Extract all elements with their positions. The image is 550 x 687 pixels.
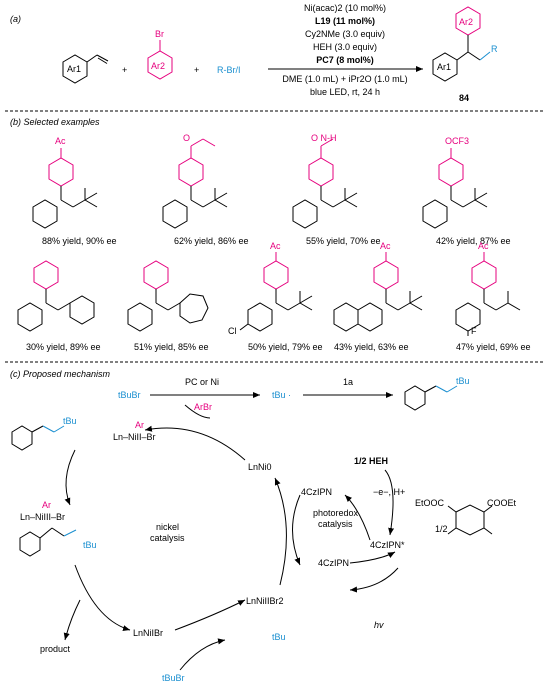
photoredox-cycle-arrows <box>292 469 399 593</box>
product-label: product <box>40 644 71 654</box>
example-4-sub: OCF3 <box>445 136 469 146</box>
example-6-yield: 51% yield, 85% ee <box>134 342 209 352</box>
benzylic-radical-left: tBu <box>11 416 77 451</box>
example-3-yield: 55% yield, 70% ee <box>306 236 381 246</box>
condition-2: L19 (11 mol%) <box>315 16 375 26</box>
example-8-yield: 43% yield, 63% ee <box>334 342 409 352</box>
styrene-structure: Ar1 <box>62 54 109 84</box>
tbubr-bottom: tBuBr <box>162 673 185 683</box>
lnnibr2-label: LnNiIIBr2 <box>246 596 284 606</box>
ni2-ar: Ar <box>135 420 144 430</box>
example-5 <box>17 260 95 332</box>
example-3-sub: O N-H <box>311 133 337 143</box>
etooc-label: EtOOC <box>415 498 445 508</box>
tbu-radical-top: tBu · <box>272 390 291 400</box>
example-1-yield: 88% yield, 90% ee <box>42 236 117 246</box>
ni2-complex: Ln–NiII–Br <box>113 432 156 442</box>
half-label: 1/2 <box>435 524 448 534</box>
photoredox-l1: photoredox <box>313 508 359 518</box>
condition-5: PC7 (8 mol%) <box>316 55 374 65</box>
cooet-label: COOEt <box>487 498 517 508</box>
example-2-yield: 62% yield, 86% ee <box>174 236 249 246</box>
example-5-yield: 30% yield, 89% ee <box>26 342 101 352</box>
cl-label: Cl <box>228 326 237 336</box>
condition-3: Cy2NMe (3.0 equiv) <box>305 29 385 39</box>
pc-or-ni-label: PC or Ni <box>185 377 219 387</box>
arbr-label: ArBr <box>194 402 212 412</box>
section-c-label: (c) Proposed mechanism <box>10 369 111 379</box>
ni3-ar: Ar <box>42 500 51 510</box>
ni3-pyridine <box>19 527 77 557</box>
example-4-yield: 42% yield, 87% ee <box>436 236 511 246</box>
ni3-tbu: tBu <box>83 540 97 550</box>
e-h-label: −e−, H+ <box>373 487 405 497</box>
example-7: Ac Cl <box>228 241 313 336</box>
plus-2: + <box>194 65 199 75</box>
example-8: Ac <box>333 241 423 332</box>
example-9: Ac F <box>455 241 521 336</box>
condition-1: Ni(acac)2 (10 mol%) <box>304 3 386 13</box>
aryl-bromide-structure: Br Ar2 <box>147 29 173 80</box>
ar2-label: Ar2 <box>151 61 165 71</box>
condition-6: DME (1.0 mL) + iPr2O (1.0 mL) <box>282 74 407 84</box>
left-radical-tbu: tBu <box>63 416 77 426</box>
czipn-star-label: 4CzIPN* <box>370 540 405 550</box>
product-number: 84 <box>459 93 469 103</box>
lnnibr-label: LnNiIBr <box>133 628 163 638</box>
tbubr-top: tBuBr <box>118 390 141 400</box>
example-4: OCF3 <box>422 136 488 229</box>
ni3-complex: Ln–NiIII–Br <box>20 512 65 522</box>
ar1-label: Ar1 <box>67 64 81 74</box>
alkyl-halide-label: R-Br/I <box>217 65 241 75</box>
example-9-yield: 47% yield, 69% ee <box>456 342 531 352</box>
benzylic-radical-top: tBu <box>404 376 470 411</box>
example-6 <box>127 260 209 332</box>
condition-7: blue LED, rt, 24 h <box>310 87 380 97</box>
condition-4: HEH (3.0 equiv) <box>313 42 377 52</box>
example-9-sub: Ac <box>478 241 489 251</box>
prod-ar2-label: Ar2 <box>459 17 473 27</box>
section-a-label: (a) <box>10 14 21 24</box>
lnni0-label: LnNi0 <box>248 462 272 472</box>
product-84-structure: Ar2 Ar1 R 84 <box>432 6 498 103</box>
nickel-l1: nickel <box>156 522 179 532</box>
prod-ar1-label: Ar1 <box>437 62 451 72</box>
example-2-sub: O <box>183 133 190 143</box>
br-label: Br <box>155 29 164 39</box>
nickel-l2: catalysis <box>150 533 185 543</box>
tbu-rad-bottom: tBu <box>272 632 286 642</box>
one-a-label: 1a <box>343 377 353 387</box>
example-7-sub: Ac <box>270 241 281 251</box>
example-7-yield: 50% yield, 79% ee <box>248 342 323 352</box>
plus-1: + <box>122 65 127 75</box>
example-8-sub: Ac <box>380 241 391 251</box>
prod-tbu-top: tBu <box>456 376 470 386</box>
photoredox-l2: catalysis <box>318 519 353 529</box>
example-3: O N-H <box>292 133 358 229</box>
example-1-sub: Ac <box>55 136 66 146</box>
section-b-label: (b) Selected examples <box>10 117 100 127</box>
czipn-anion-label: 4CzIPN <box>301 487 332 497</box>
example-1: Ac <box>32 136 98 229</box>
prod-r-label: R <box>491 44 498 54</box>
heh-structure <box>447 504 493 536</box>
f-label: F <box>471 326 477 336</box>
hv-label: hv <box>374 620 384 630</box>
czipn-label: 4CzIPN <box>318 558 349 568</box>
nickel-cycle-arrows <box>63 404 287 671</box>
half-heh-label: 1/2 HEH <box>354 456 388 466</box>
example-2: O <box>162 133 228 229</box>
